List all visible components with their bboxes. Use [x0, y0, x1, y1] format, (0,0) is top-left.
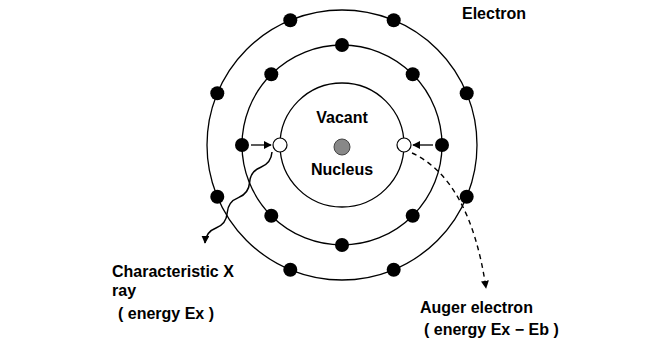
xray-label: Characteristic X ray [112, 262, 240, 300]
xray-wavy-arrow [205, 152, 272, 243]
transition-arrow [413, 144, 433, 145]
electron-dot [210, 190, 224, 204]
electron-dot [283, 263, 297, 277]
electron-dot [335, 38, 349, 52]
electron-dot [406, 209, 420, 223]
vacant-label: Vacant [316, 108, 368, 127]
electron-label: Electron [462, 4, 526, 23]
electron-dot [406, 67, 420, 81]
electron-dot [335, 238, 349, 252]
vacancy [397, 138, 411, 152]
electron-dot [387, 263, 401, 277]
l-shell [242, 45, 442, 245]
electron-dot [435, 138, 449, 152]
nucleus-dot [334, 139, 350, 155]
transition-arrow [251, 144, 271, 145]
k-shell [280, 83, 404, 207]
energy-label: ( energy Ex ) [118, 304, 214, 323]
electron-dot [283, 13, 297, 27]
electron-dot [264, 209, 278, 223]
electron-dot [460, 86, 474, 100]
auger-label: Auger electron [420, 298, 533, 317]
electron-dot [210, 86, 224, 100]
electron-dot [460, 190, 474, 204]
nucleus-label: Nucleus [311, 160, 373, 179]
electron-dot [264, 67, 278, 81]
m-shell [207, 10, 477, 280]
energy-label: ( energy Ex − Eb ) [424, 320, 559, 339]
vacancy [273, 138, 287, 152]
electrons [210, 13, 473, 276]
electron-dot [235, 138, 249, 152]
electron-dot [387, 13, 401, 27]
auger-dashed-arrow [412, 153, 486, 288]
